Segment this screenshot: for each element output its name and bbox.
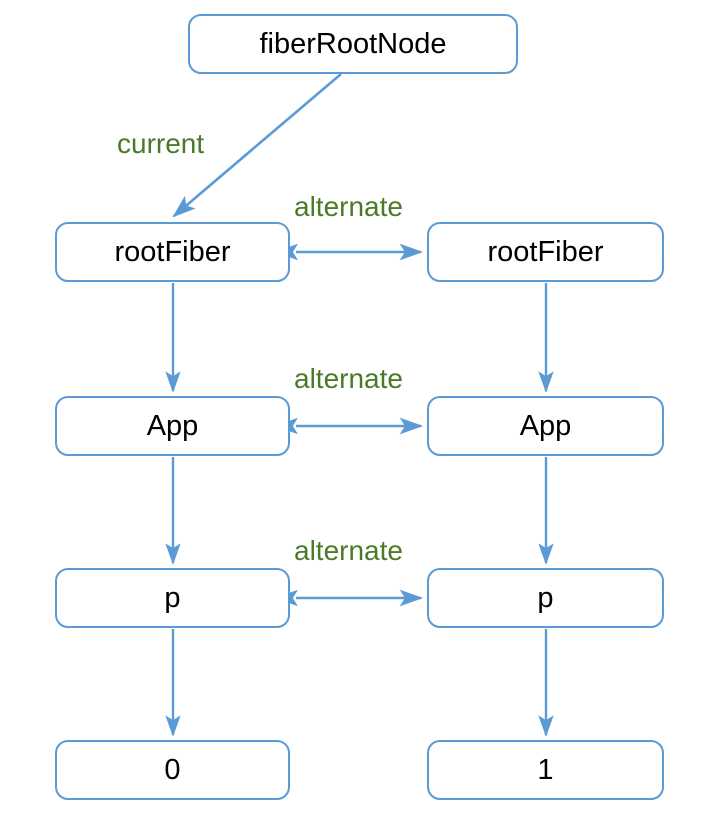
edge-label-alternate-p: alternate: [294, 535, 403, 566]
node-label: rootFiber: [487, 235, 604, 268]
node-text-one[interactable]: 1: [427, 740, 664, 800]
edge-label-current: current: [117, 128, 205, 159]
node-label: fiberRootNode: [259, 27, 447, 60]
node-label: 0: [164, 753, 181, 786]
node-label: App: [146, 409, 199, 442]
node-label: 1: [537, 753, 554, 786]
edge-label-alternate-app: alternate: [294, 363, 403, 394]
node-p-alternate[interactable]: p: [427, 568, 664, 628]
node-label: p: [164, 581, 181, 614]
node-app-alternate[interactable]: App: [427, 396, 664, 456]
node-p-current[interactable]: p: [55, 568, 290, 628]
node-app-current[interactable]: App: [55, 396, 290, 456]
node-root-fiber-alternate[interactable]: rootFiber: [427, 222, 664, 282]
node-text-zero[interactable]: 0: [55, 740, 290, 800]
node-label: p: [537, 581, 554, 614]
node-fiber-root-node[interactable]: fiberRootNode: [188, 14, 518, 74]
node-root-fiber-current[interactable]: rootFiber: [55, 222, 290, 282]
node-label: App: [519, 409, 572, 442]
edge-label-alternate-rootfiber: alternate: [294, 191, 403, 222]
node-label: rootFiber: [114, 235, 231, 268]
